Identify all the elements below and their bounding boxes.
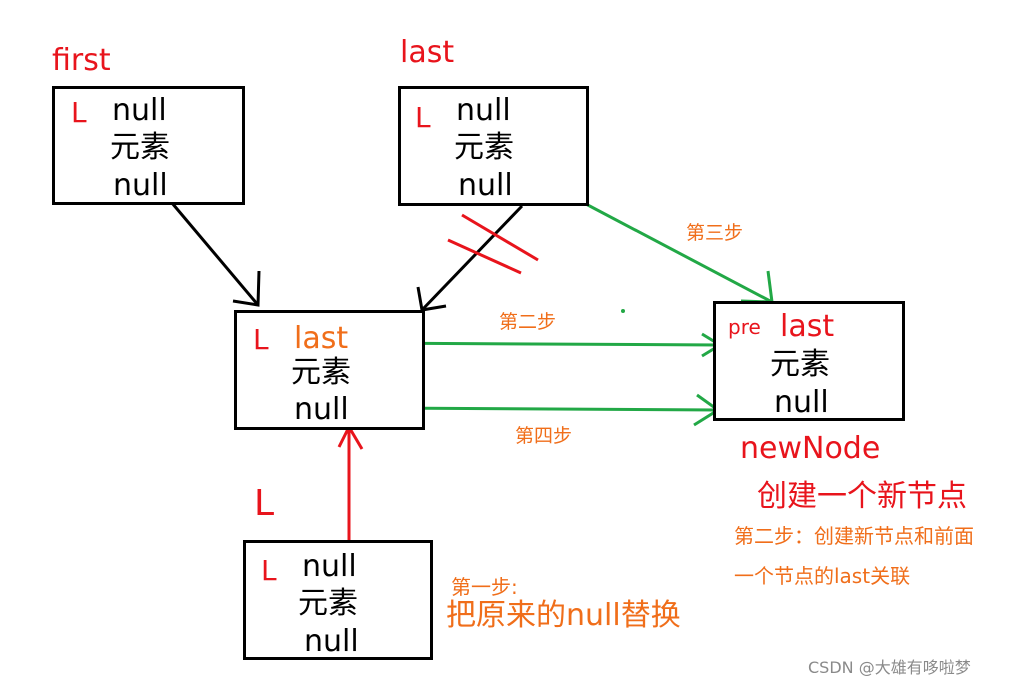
arrow-last-to-middle	[420, 204, 524, 312]
middle-node-next: null	[294, 392, 349, 427]
first-node-marker: L	[71, 96, 87, 129]
new-node-label: newNode	[740, 431, 881, 466]
arrow-step4	[371, 406, 719, 412]
bottom-node-box	[243, 540, 433, 660]
new-node-next: null	[774, 385, 829, 420]
middle-node-box	[234, 310, 425, 430]
first-node-box	[52, 86, 245, 205]
new-node-caption: 创建一个新节点	[757, 479, 967, 514]
middle-node-element: 元素	[291, 355, 351, 390]
last-label: last	[400, 35, 455, 70]
last-node-next: null	[458, 168, 513, 203]
new-node-box	[713, 301, 905, 421]
step2-note-line1: 第二步：创建新节点和前面	[734, 524, 974, 548]
new-node-prev: last	[780, 309, 835, 344]
last-node-prev: null	[456, 93, 511, 128]
new-node-marker: pre	[728, 315, 761, 339]
bottom-node-marker: L	[261, 554, 277, 587]
arrow-step3	[583, 201, 773, 304]
cross-mark-2	[447, 238, 522, 275]
step2-note-line2: 一个节点的last关联	[734, 564, 911, 588]
step4-label: 第四步	[515, 425, 573, 447]
stray-dot	[621, 309, 625, 313]
step1-title: 第一步:	[451, 575, 518, 599]
last-node-marker: L	[415, 101, 431, 134]
first-node-element: 元素	[110, 130, 170, 165]
step2-label: 第二步	[499, 311, 557, 333]
first-label: first	[52, 43, 111, 78]
last-node-element: 元素	[454, 130, 514, 165]
middle-node-marker: L	[253, 323, 269, 356]
watermark: CSDN @大雄有哆啦梦	[808, 658, 971, 677]
new-node-element: 元素	[770, 347, 830, 382]
step3-label: 第三步	[686, 222, 744, 244]
last-node-box	[398, 86, 589, 206]
step1-text: 把原来的null替换	[446, 598, 681, 633]
bottom-node-element: 元素	[298, 586, 358, 621]
moved-l-marker: L	[254, 483, 275, 524]
cross-mark-1	[461, 213, 539, 262]
bottom-node-prev: null	[302, 549, 357, 584]
arrow-first-to-middle	[170, 202, 260, 306]
arrowhead-first-to-middle	[232, 270, 261, 307]
bottom-node-next: null	[304, 624, 359, 659]
first-node-prev: null	[112, 93, 167, 128]
middle-node-prev: last	[294, 321, 349, 356]
first-node-next: null	[113, 168, 168, 203]
